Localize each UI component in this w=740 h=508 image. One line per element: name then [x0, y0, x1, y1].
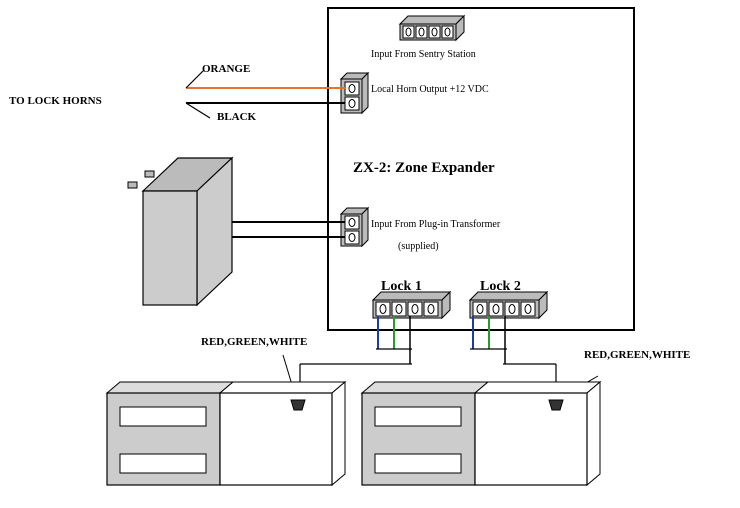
- transformer-terminal-block: [339, 206, 370, 248]
- supplied-label: (supplied): [398, 241, 439, 252]
- lock1-terminal-block: [371, 290, 452, 320]
- input-sentry-label: Input From Sentry Station: [371, 49, 476, 60]
- zone-expander-box: [327, 7, 635, 331]
- lock-device-left: [105, 380, 347, 487]
- orange-wire-flare: [185, 69, 205, 89]
- input-transformer-label: Input From Plug-in Transformer: [371, 219, 501, 230]
- black-wire-flare: [185, 102, 211, 119]
- diagram-title: ZX-2: Zone Expander: [353, 160, 495, 176]
- horn-terminal-block: [339, 71, 370, 115]
- sentry-terminal-block: [398, 14, 466, 42]
- local-horn-label: Local Horn Output +12 VDC: [371, 84, 489, 95]
- lock1-label: Lock 1: [381, 279, 422, 294]
- black-wire-label: BLACK: [217, 111, 257, 123]
- rgw-left-label: RED,GREEN,WHITE: [201, 336, 307, 348]
- lock-device-right: [360, 380, 602, 487]
- plug-in-transformer: [127, 156, 234, 307]
- rgw-right-label: RED,GREEN,WHITE: [584, 349, 690, 361]
- lock2-terminal-block: [468, 290, 549, 320]
- orange-wire-label: ORANGE: [202, 63, 250, 75]
- to-lock-horns-label: TO LOCK HORNS: [9, 95, 102, 107]
- lock2-label: Lock 2: [480, 279, 521, 294]
